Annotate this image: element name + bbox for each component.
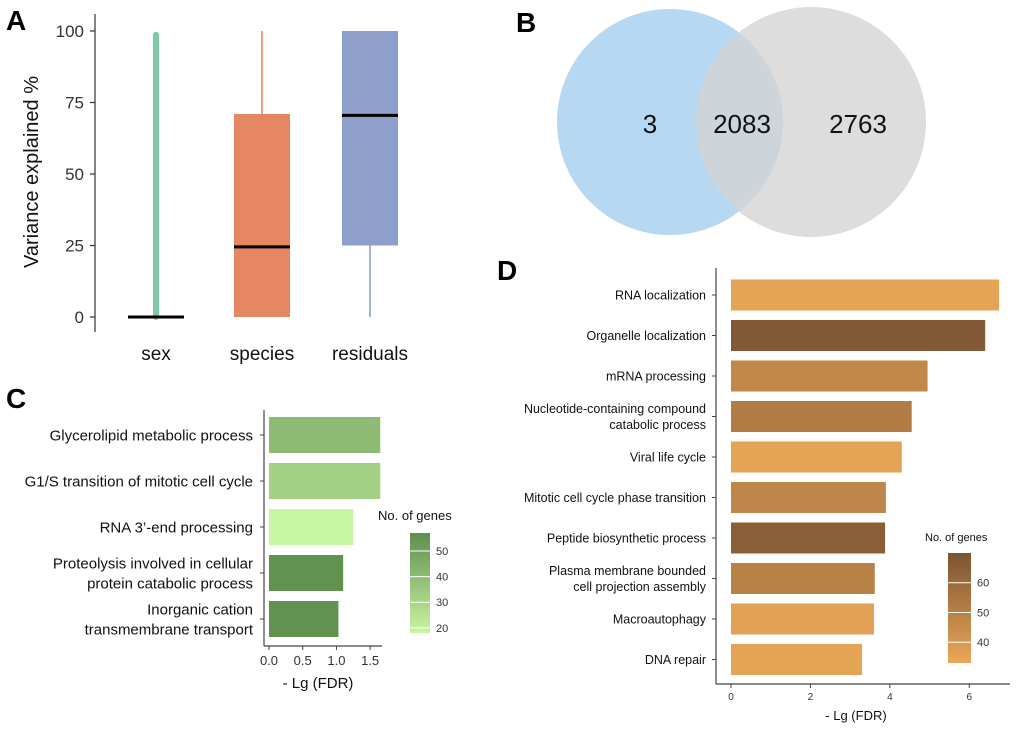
category-label: Nucleotide-containing compound	[524, 402, 706, 416]
legend-tick-label: 50	[977, 607, 989, 619]
bar	[731, 441, 902, 473]
x-tick-label: 0.5	[294, 653, 312, 668]
category-label: Inorganic cation	[147, 601, 253, 618]
venn-set-2	[696, 7, 926, 237]
category-label: Peptide biosynthetic process	[547, 532, 706, 546]
x-tick-label: 4	[887, 692, 893, 703]
bar	[731, 320, 986, 351]
category-label: RNA 3’-end processing	[100, 519, 253, 536]
panel-a-y-axis-label: Variance explained %	[21, 76, 43, 268]
panel-a-boxplot: Variance explained % 0 25 50 75 100 sex speci…	[21, 14, 408, 365]
category-label: transmembrane transport	[85, 621, 254, 638]
bar	[269, 601, 339, 637]
bar	[731, 279, 1000, 311]
panel-a-category-label: residuals	[332, 344, 408, 365]
panel-label-d: D	[497, 255, 517, 286]
panel-a-y-tick-label: 75	[65, 94, 84, 113]
bar	[269, 555, 344, 591]
panel-label-b: B	[516, 7, 536, 38]
bar	[731, 522, 886, 554]
panel-a-outlier-point	[153, 31, 159, 38]
panel-a-y-tick-label: 50	[65, 165, 84, 184]
category-label: catabolic process	[609, 418, 706, 432]
panel-c-legend-colorbar	[410, 533, 430, 633]
panel-label-a: A	[6, 5, 26, 36]
category-label: Plasma membrane bounded	[549, 564, 706, 578]
legend-tick-label: 40	[977, 637, 989, 649]
panel-d-x-axis-label: - Lg (FDR)	[825, 708, 886, 723]
bar	[731, 603, 874, 635]
panel-b-venn: 3 2083 2763	[557, 7, 926, 237]
category-label: Organelle localization	[586, 329, 706, 343]
venn-intersection-count: 2083	[713, 109, 771, 139]
category-label: Macroautophagy	[613, 613, 707, 627]
bar	[731, 482, 886, 513]
bar	[269, 463, 381, 499]
panel-a-box-residuals	[342, 31, 398, 246]
bar	[731, 360, 928, 392]
panel-d-legend-colorbar	[948, 553, 971, 663]
panel-a-category-label: species	[230, 344, 294, 365]
legend-tick-label: 40	[436, 572, 448, 584]
category-label: protein catabolic process	[87, 575, 253, 592]
panel-a-y-tick-label: 0	[75, 308, 84, 327]
panel-a-y-tick-label: 25	[65, 237, 84, 256]
bar	[731, 401, 912, 432]
bar	[731, 563, 875, 594]
bar	[269, 509, 354, 545]
category-label: Glycerolipid metabolic process	[50, 427, 253, 444]
bar	[269, 417, 381, 453]
panel-label-c: C	[6, 383, 26, 414]
category-label: G1/S transition of mitotic cell cycle	[25, 473, 253, 490]
legend-tick-label: 30	[436, 597, 448, 609]
legend-tick-label: 20	[436, 623, 448, 635]
category-label: DNA repair	[645, 653, 706, 667]
venn-set-2-only-count: 2763	[829, 109, 887, 139]
x-tick-label: 1.5	[361, 653, 379, 668]
legend-tick-label: 60	[977, 578, 989, 590]
panel-c-legend-title: No. of genes	[378, 508, 452, 523]
legend-tick-label: 50	[436, 546, 448, 558]
panel-a-category-label: sex	[141, 344, 171, 365]
x-tick-label: 0	[728, 692, 734, 703]
panel-a-y-tick-label: 100	[56, 22, 84, 41]
category-label: cell projection assembly	[573, 580, 706, 594]
category-label: RNA localization	[615, 289, 706, 303]
x-tick-label: 2	[808, 692, 814, 703]
panel-a-box-species	[234, 113, 290, 317]
category-label: mRNA processing	[606, 370, 706, 384]
x-tick-label: 6	[967, 692, 973, 703]
x-tick-label: 1.0	[327, 653, 345, 668]
bar	[731, 644, 863, 675]
category-label: Proteolysis involved in cellular	[53, 555, 253, 572]
category-label: Mitotic cell cycle phase transition	[524, 491, 706, 505]
venn-set-1-only-count: 3	[643, 109, 657, 139]
x-tick-label: 0.0	[260, 653, 278, 668]
category-label: Viral life cycle	[630, 451, 706, 465]
panel-c-x-axis-label: - Lg (FDR)	[283, 675, 354, 692]
panel-d-legend-title: No. of genes	[925, 532, 988, 544]
